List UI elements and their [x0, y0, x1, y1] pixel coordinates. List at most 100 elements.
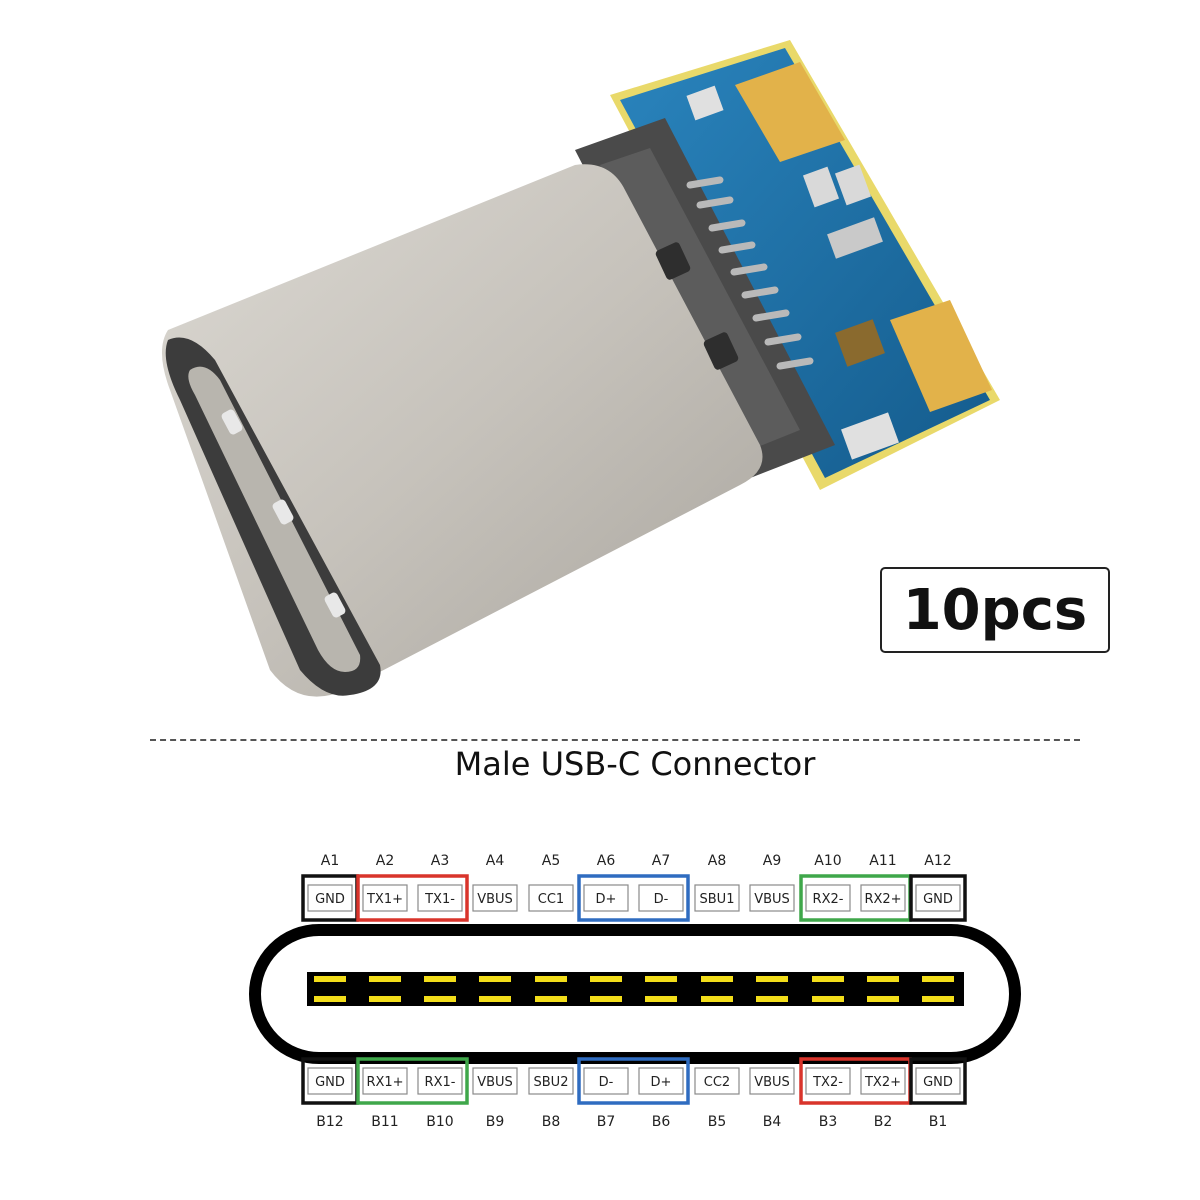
contact-bottom-12 [922, 996, 954, 1002]
bottom-group-frame-2 [577, 1057, 690, 1105]
connector-clip [575, 118, 835, 480]
bottom-pin-number-B9: B9 [486, 1114, 505, 1130]
contact-bottom-6 [590, 996, 622, 1002]
top-pin-label-A5: CC1 [538, 892, 564, 907]
top-pin-box-A11 [860, 884, 906, 912]
bottom-pin-number-B8: B8 [542, 1114, 561, 1130]
bottom-pin-label-B3: TX2- [812, 1075, 843, 1090]
bottom-pin-box-B7 [583, 1067, 629, 1095]
bottom-pin-box-B9 [472, 1067, 518, 1095]
top-pin-number-A8: A8 [708, 853, 726, 869]
top-pin-number-A4: A4 [486, 853, 505, 869]
bottom-pin-label-B1: GND [923, 1075, 953, 1090]
contact-top-8 [701, 976, 733, 982]
top-pin-label-A2: TX1+ [366, 892, 403, 907]
bottom-pin-label-B12: GND [315, 1075, 345, 1090]
contact-bottom-2 [369, 996, 401, 1002]
top-pin-label-A8: SBU1 [700, 892, 735, 907]
top-pin-box-A10 [805, 884, 851, 912]
top-pin-number-A7: A7 [652, 853, 670, 869]
top-pin-box-A9 [749, 884, 795, 912]
contact-pins [686, 176, 814, 370]
bottom-pin-box-B11 [362, 1067, 408, 1095]
bottom-pin-number-B7: B7 [597, 1114, 616, 1130]
bottom-pin-box-B10 [417, 1067, 463, 1095]
bottom-pin-label-B5: CC2 [704, 1075, 730, 1090]
top-pin-box-A12 [915, 884, 961, 912]
bottom-pin-label-B7: D- [599, 1075, 614, 1090]
top-pin-label-A7: D- [654, 892, 669, 907]
contact-top-3 [424, 976, 456, 982]
bottom-pin-box-B2 [860, 1067, 906, 1095]
top-pin-number-A2: A2 [376, 853, 394, 869]
top-pin-number-A1: A1 [321, 853, 339, 869]
contact-bottom-11 [867, 996, 899, 1002]
top-pin-label-A10: RX2- [813, 892, 844, 907]
bottom-pin-label-B2: TX2+ [864, 1075, 901, 1090]
contact-top-7 [645, 976, 677, 982]
contact-top-1 [314, 976, 346, 982]
bottom-group-frame-1 [356, 1057, 469, 1105]
bottom-pin-box-B1 [915, 1067, 961, 1095]
contact-bottom-7 [645, 996, 677, 1002]
top-pin-number-A5: A5 [542, 853, 560, 869]
top-pin-box-A8 [694, 884, 740, 912]
top-pin-label-A12: GND [923, 892, 953, 907]
top-pin-box-A4 [472, 884, 518, 912]
top-pin-number-A11: A11 [869, 853, 896, 869]
top-pin-box-A1 [307, 884, 353, 912]
contact-bottom-4 [479, 996, 511, 1002]
diagram-caption: Male USB-C Connector [454, 745, 816, 783]
top-pin-label-A3: TX1- [424, 892, 455, 907]
quantity-badge: 10pcs [880, 567, 1110, 653]
top-group-frame-4 [909, 874, 967, 922]
bottom-pin-number-B12: B12 [316, 1114, 343, 1130]
top-group-frame-2 [577, 874, 690, 922]
contact-bottom-1 [314, 996, 346, 1002]
contact-bottom-9 [756, 996, 788, 1002]
contact-bottom-5 [535, 996, 567, 1002]
metal-shell [161, 164, 763, 697]
bottom-pin-number-B2: B2 [874, 1114, 893, 1130]
top-pin-label-A11: RX2+ [864, 892, 901, 907]
top-pin-box-A5 [528, 884, 574, 912]
contact-bottom-10 [812, 996, 844, 1002]
bottom-pin-box-B12 [307, 1067, 353, 1095]
top-pin-number-A6: A6 [597, 853, 616, 869]
bottom-pin-number-B3: B3 [819, 1114, 838, 1130]
contact-row [314, 976, 954, 1002]
contact-top-2 [369, 976, 401, 982]
top-pin-number-A3: A3 [431, 853, 449, 869]
contact-top-4 [479, 976, 511, 982]
bottom-pin-number-B1: B1 [929, 1114, 948, 1130]
bottom-pin-box-B6 [638, 1067, 684, 1095]
top-pin-box-A6 [583, 884, 629, 912]
contact-top-6 [590, 976, 622, 982]
bottom-group-frame-4 [909, 1057, 967, 1105]
bottom-pin-box-B3 [805, 1067, 851, 1095]
top-pin-number-A9: A9 [763, 853, 781, 869]
plug-outline [249, 924, 1021, 1064]
top-pin-number-A10: A10 [814, 853, 841, 869]
contact-bottom-8 [701, 996, 733, 1002]
top-pin-number-A12: A12 [924, 853, 951, 869]
bottom-pin-label-B8: SBU2 [534, 1075, 569, 1090]
top-pin-box-A2 [362, 884, 408, 912]
contact-bottom-3 [424, 996, 456, 1002]
bottom-pin-box-B4 [749, 1067, 795, 1095]
top-pin-label-A9: VBUS [754, 892, 790, 907]
connector-photo [161, 40, 1000, 697]
bottom-pin-label-B6: D+ [651, 1075, 672, 1090]
contact-top-12 [922, 976, 954, 982]
bottom-pin-box-B5 [694, 1067, 740, 1095]
bottom-pin-label-B10: RX1- [425, 1075, 456, 1090]
top-group-frame-1 [356, 874, 469, 922]
top-pin-label-A6: D+ [596, 892, 617, 907]
top-pin-box-A7 [638, 884, 684, 912]
pcb-board [610, 40, 1000, 490]
bottom-pin-label-B9: VBUS [477, 1075, 513, 1090]
dashed-divider [150, 739, 1080, 741]
bottom-pin-label-B4: VBUS [754, 1075, 790, 1090]
